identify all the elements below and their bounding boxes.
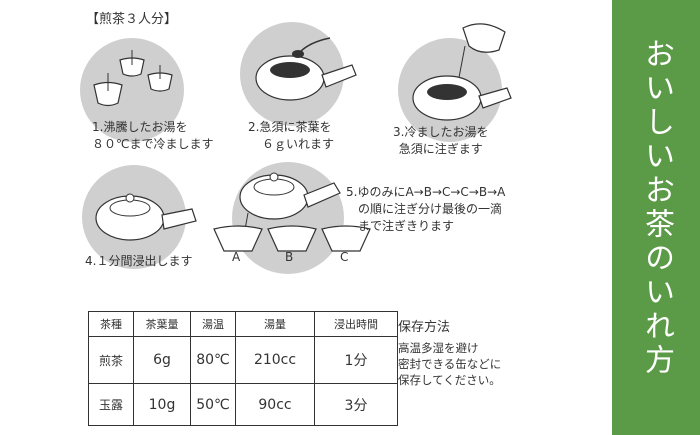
header-cell: 茶種: [88, 311, 134, 337]
table-cell: 210cc: [235, 336, 315, 384]
cup-label-c: C: [340, 250, 349, 264]
table-cell: 50℃: [190, 383, 236, 426]
table-cell: 3分: [314, 383, 398, 426]
table-cell: 玉露: [88, 383, 134, 426]
storage-heading: 保存方法: [398, 320, 451, 335]
storage-line: 密封できる缶などに: [398, 357, 502, 371]
table-cell: 煎茶: [88, 336, 134, 384]
header-cell: 茶葉量: [133, 311, 191, 337]
brewing-table: 茶種 茶葉量 湯温 湯量 浸出時間 煎茶 6g 80℃ 210cc 1分 玉露 …: [88, 311, 398, 426]
cup-label-b: B: [285, 250, 294, 264]
cup-label-a: A: [232, 250, 241, 264]
cups-abc-icon: [213, 225, 371, 252]
step3-text: 3.冷ましたお湯を急須に注ぎます: [393, 125, 489, 156]
table-row: 玉露 10g 50℃ 90cc 3分: [88, 383, 398, 426]
side-title: おいしいお茶のいれ方: [639, 38, 674, 378]
side-title-panel: おいしいお茶のいれ方: [612, 0, 700, 435]
table-cell: 90cc: [235, 383, 315, 426]
table-cell: 6g: [133, 336, 191, 384]
table-cell: 10g: [133, 383, 191, 426]
teapot-icon: [95, 193, 197, 241]
teacups-icon: [93, 50, 173, 107]
table-cell: 1分: [314, 336, 398, 384]
header-cell: 湯温: [190, 311, 236, 337]
teapot-with-leaves-icon: [255, 37, 357, 101]
table-cell: 80℃: [190, 336, 236, 384]
teapot-pouring-icon: [239, 172, 341, 236]
storage-line: 保存してください。: [398, 373, 501, 387]
pouring-water-icon: [412, 23, 512, 121]
table-row: 煎茶 6g 80℃ 210cc 1分: [88, 336, 398, 384]
header-cell: 浸出時間: [314, 311, 398, 337]
storage-line: 高温多湿を避け: [398, 341, 479, 355]
header-cell: 湯量: [235, 311, 315, 337]
guide-title: 【煎茶３人分】: [86, 12, 178, 27]
table-header-row: 茶種 茶葉量 湯温 湯量 浸出時間: [88, 311, 398, 337]
step4-text: 4.１分間浸出します: [85, 254, 193, 268]
